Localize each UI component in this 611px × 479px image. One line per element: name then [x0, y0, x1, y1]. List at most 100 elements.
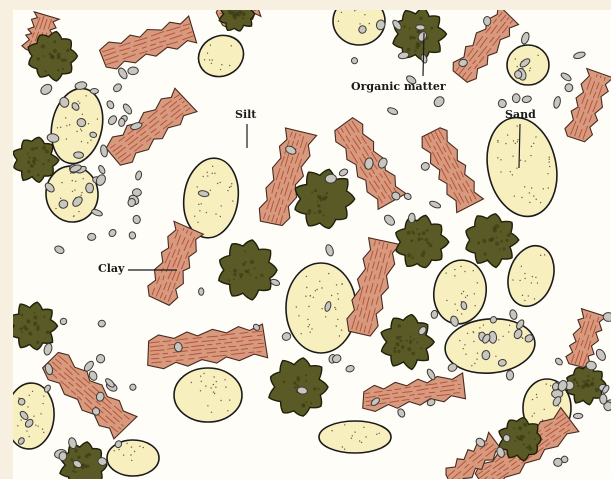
organic-texture — [305, 401, 307, 403]
organic-texture — [416, 341, 418, 343]
clay-stripe — [207, 344, 212, 345]
organic-texture — [409, 335, 411, 337]
clay-particle — [564, 309, 606, 371]
organic-texture — [516, 436, 519, 439]
organic-texture — [585, 384, 587, 386]
organic-texture — [496, 237, 498, 239]
sand-speck — [338, 21, 339, 22]
organic-texture — [411, 257, 414, 260]
silt-particle — [398, 51, 410, 59]
organic-texture — [592, 378, 594, 380]
sand-speck — [336, 325, 337, 326]
organic-texture — [43, 55, 45, 57]
organic-texture — [228, 279, 230, 281]
sand-speck — [368, 7, 369, 8]
silt-particle — [512, 94, 520, 103]
sand-speck — [339, 335, 340, 336]
organic-texture — [307, 212, 310, 215]
organic-texture — [61, 59, 64, 62]
sand-speck — [341, 330, 342, 331]
clay-particle — [98, 16, 197, 72]
silt-particle — [59, 317, 68, 326]
organic-texture — [72, 470, 74, 472]
silt-particle — [506, 370, 513, 380]
silt-particle — [429, 200, 442, 209]
sand-speck — [308, 306, 309, 307]
organic-texture — [296, 376, 300, 380]
silt-particle — [416, 24, 426, 30]
organic-texture — [407, 347, 411, 351]
organic-texture — [47, 159, 50, 162]
sand-speck — [546, 383, 547, 384]
organic-texture — [49, 53, 52, 56]
organic-texture — [323, 195, 325, 197]
organic-texture — [317, 388, 319, 390]
sand-speck — [325, 316, 326, 317]
organic-texture — [233, 279, 235, 281]
organic-texture — [37, 57, 40, 60]
sand-speck — [331, 295, 332, 296]
sand-speck — [123, 454, 124, 455]
sand-speck — [313, 297, 314, 298]
organic-texture — [311, 191, 313, 193]
sand-speck — [229, 399, 230, 400]
sand-speck — [367, 4, 368, 5]
organic-particle — [466, 214, 519, 268]
sand-speck — [354, 431, 355, 432]
sand-speck — [298, 315, 299, 316]
sand-speck — [337, 319, 338, 320]
organic-texture — [28, 331, 32, 335]
sand-speck — [126, 443, 127, 444]
sand-speck — [331, 430, 332, 431]
organic-texture — [20, 327, 23, 330]
organic-texture — [429, 244, 433, 248]
clay-stripe — [188, 358, 194, 359]
sand-speck — [307, 319, 308, 320]
sand-speck — [321, 287, 322, 288]
organic-texture — [53, 40, 56, 43]
sand-speck — [352, 435, 353, 436]
organic-texture — [242, 263, 245, 266]
sand-speck — [342, 446, 343, 447]
clay-label: Clay — [98, 262, 124, 275]
organic-body — [396, 215, 449, 267]
sand-speck — [114, 450, 115, 451]
sand-speck — [316, 289, 317, 290]
organic-texture — [422, 231, 426, 235]
sand-speck — [131, 446, 132, 447]
organic-texture — [233, 11, 235, 13]
sand-speck — [364, 3, 365, 4]
organic-texture — [581, 385, 585, 389]
clay-stripe — [257, 351, 262, 352]
sand-speck — [216, 381, 217, 382]
clay-body — [360, 373, 466, 413]
organic-texture — [25, 328, 28, 331]
organic-texture — [33, 160, 35, 162]
organic-texture — [409, 340, 412, 343]
silt-particle — [73, 152, 83, 159]
silt-particle — [599, 394, 607, 404]
sand-speck — [201, 381, 202, 382]
organic-texture — [490, 238, 492, 240]
organic-texture — [27, 319, 31, 323]
organic-texture — [529, 447, 533, 451]
sand-speck — [213, 391, 214, 392]
organic-texture — [294, 386, 297, 389]
sand-speck — [369, 23, 370, 24]
organic-texture — [421, 238, 423, 240]
organic-texture — [413, 338, 415, 340]
silt-particle — [482, 350, 491, 360]
silt-particle — [432, 95, 446, 109]
sand-speck — [200, 376, 201, 377]
sand-speck — [360, 0, 361, 1]
sand-grain — [507, 45, 549, 85]
silt-particle — [54, 245, 66, 255]
organic-texture — [323, 198, 325, 200]
silt-particle — [431, 310, 438, 319]
silt-particle — [554, 357, 564, 366]
silt-particle — [383, 213, 397, 227]
silt-particle — [408, 213, 415, 223]
sand-speck — [342, 283, 343, 284]
organic-matter-label: Organic matter — [351, 80, 446, 93]
sand-grain-body — [174, 368, 242, 422]
